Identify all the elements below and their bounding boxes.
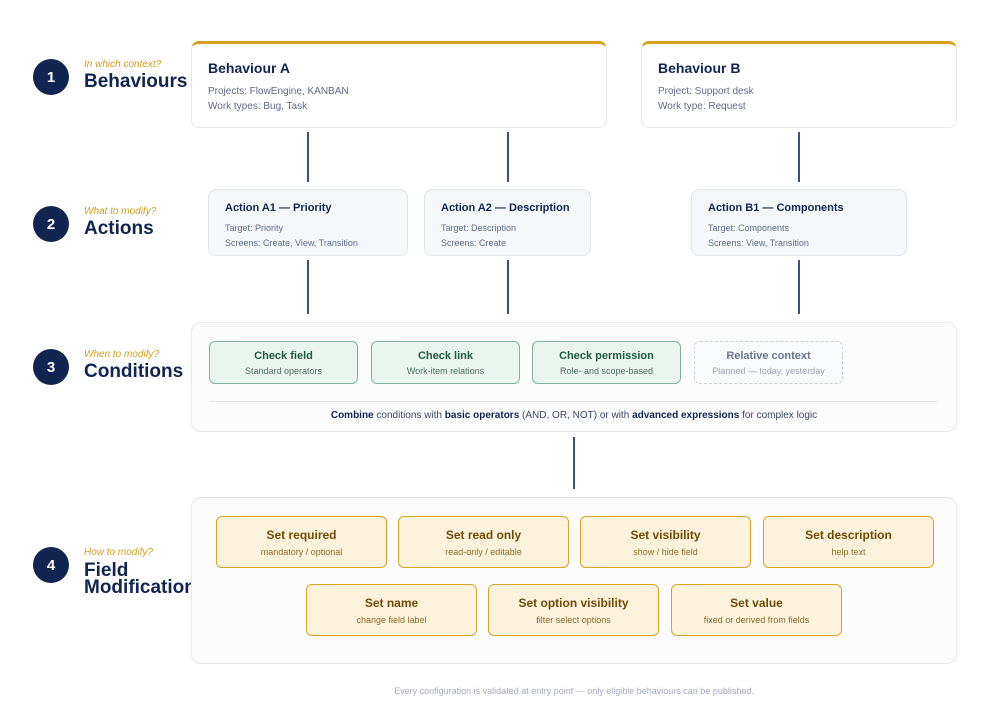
- step-4-badge: 4: [33, 547, 69, 583]
- connector-b-b1: [798, 132, 800, 182]
- step-1-badge: 1: [33, 59, 69, 95]
- step-3-badge: 3: [33, 349, 69, 385]
- mod-set-name-subtitle: change field label: [356, 615, 427, 625]
- conditions-divider: [209, 401, 939, 402]
- combine-text-3: for complex logic: [739, 410, 818, 421]
- mod-set-name-title: Set name: [364, 596, 419, 610]
- combine-note: Combine conditions with basic operators …: [191, 410, 957, 421]
- condition-check-field-subtitle: Standard operators: [244, 366, 323, 376]
- step-1-question: In which context?: [84, 59, 162, 70]
- step-3-question: When to modify?: [84, 349, 160, 360]
- behaviour-b-project: Project: Support desk: [658, 86, 754, 97]
- connector-a1-conditions: [307, 260, 309, 314]
- mod-set-read-only[interactable]: Set read only read-only / editable: [398, 516, 569, 568]
- action-a2-screens: Screens: Create: [441, 238, 507, 248]
- behaviour-a-projects: Projects: FlowEngine, KANBAN: [208, 86, 349, 97]
- mod-set-required[interactable]: Set required mandatory / optional: [216, 516, 387, 568]
- action-a1-screens: Screens: Create, View, Transition: [225, 238, 358, 248]
- mod-set-description[interactable]: Set description help text: [763, 516, 934, 568]
- action-b1-screens: Screens: View, Transition: [708, 238, 809, 248]
- mod-set-read-only-subtitle: read-only / editable: [445, 547, 522, 557]
- connector-a-a2: [507, 132, 509, 182]
- action-a2-title: Action A2 — Description: [441, 202, 570, 214]
- behaviour-b-work-type: Work type: Request: [658, 101, 746, 112]
- step-4-title-line1: Field: [84, 560, 129, 581]
- mod-set-name[interactable]: Set name change field label: [306, 584, 477, 636]
- action-a1-target: Target: Priority: [225, 223, 284, 233]
- condition-check-link[interactable]: Check link Work-item relations: [371, 341, 520, 384]
- condition-check-permission-title: Check permission: [559, 350, 654, 362]
- condition-relative-context-subtitle: Planned — today, yesterday: [712, 366, 825, 376]
- condition-check-permission-subtitle: Role- and scope-based: [559, 366, 654, 376]
- mod-set-read-only-title: Set read only: [445, 528, 522, 542]
- connector-a-a1: [307, 132, 309, 182]
- condition-relative-context[interactable]: Relative context Planned — today, yester…: [694, 341, 843, 384]
- step-2-title: Actions: [84, 218, 154, 239]
- step-4-title-line2: Modifications: [84, 577, 207, 598]
- action-a2-target: Target: Description: [441, 223, 517, 233]
- connector-b1-conditions: [798, 260, 800, 314]
- mod-set-option-visibility-title: Set option visibility: [518, 596, 629, 610]
- action-card-b1[interactable]: Action B1 — Components Target: Component…: [691, 189, 907, 256]
- connector-a2-conditions: [507, 260, 509, 314]
- action-b1-title: Action B1 — Components: [708, 202, 844, 214]
- mod-set-option-visibility-subtitle: filter select options: [536, 615, 611, 625]
- condition-check-permission[interactable]: Check permission Role- and scope-based: [532, 341, 681, 384]
- advanced-expressions-text: advanced expressions: [632, 410, 740, 421]
- behaviour-a-title: Behaviour A: [208, 60, 290, 76]
- condition-check-link-title: Check link: [417, 350, 474, 362]
- mod-set-visibility-subtitle: show / hide field: [633, 547, 698, 557]
- step-3-title: Conditions: [84, 361, 184, 382]
- condition-relative-context-title: Relative context: [726, 350, 811, 362]
- mod-set-value[interactable]: Set value fixed or derived from fields: [671, 584, 842, 636]
- behaviour-card-b[interactable]: Behaviour B Project: Support desk Work t…: [641, 41, 957, 128]
- mod-set-description-subtitle: help text: [831, 547, 866, 557]
- condition-check-link-subtitle: Work-item relations: [406, 366, 485, 376]
- mod-set-visibility[interactable]: Set visibility show / hide field: [580, 516, 751, 568]
- step-2-question: What to modify?: [84, 206, 157, 217]
- mod-set-required-subtitle: mandatory / optional: [260, 547, 343, 557]
- behaviour-a-work-types: Work types: Bug, Task: [208, 101, 308, 112]
- step-1-title: Behaviours: [84, 71, 188, 92]
- condition-check-field[interactable]: Check field Standard operators: [209, 341, 358, 384]
- mod-set-option-visibility[interactable]: Set option visibility filter select opti…: [488, 584, 659, 636]
- condition-check-field-title: Check field: [254, 350, 313, 362]
- action-b1-target: Target: Components: [708, 223, 790, 233]
- combine-text-1: conditions with: [373, 410, 445, 421]
- mod-set-value-title: Set value: [730, 596, 783, 610]
- action-card-a1[interactable]: Action A1 — Priority Target: Priority Sc…: [208, 189, 408, 256]
- connector-conditions-modifications: [573, 437, 575, 489]
- mod-set-required-title: Set required: [266, 528, 337, 542]
- behaviour-b-title: Behaviour B: [658, 60, 741, 76]
- basic-operators-text: basic operators: [444, 410, 520, 421]
- action-card-a2[interactable]: Action A2 — Description Target: Descript…: [424, 189, 591, 256]
- mod-set-description-title: Set description: [805, 528, 892, 542]
- behaviour-card-a[interactable]: Behaviour A Projects: FlowEngine, KANBAN…: [191, 41, 607, 128]
- step-2-badge: 2: [33, 206, 69, 242]
- action-a1-title: Action A1 — Priority: [225, 202, 332, 214]
- mod-set-visibility-title: Set visibility: [630, 528, 701, 542]
- footnote: Every configuration is validated at entr…: [394, 686, 754, 696]
- combine-word: Combine: [330, 410, 374, 421]
- mod-set-value-subtitle: fixed or derived from fields: [703, 615, 810, 625]
- combine-text-2: (AND, OR, NOT) or with: [519, 410, 633, 421]
- step-4-question: How to modify?: [84, 547, 153, 558]
